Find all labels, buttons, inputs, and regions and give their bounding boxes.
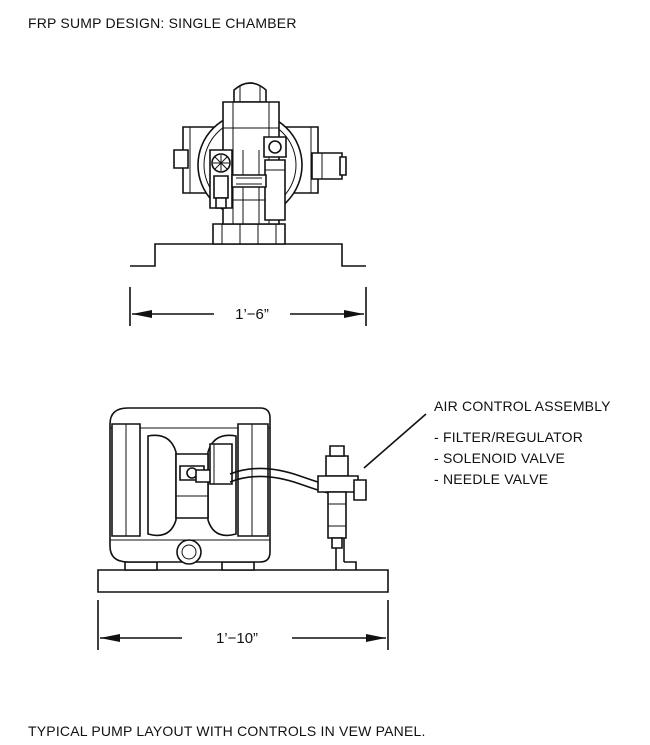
air-control-assembly	[318, 446, 366, 570]
callout-leader	[364, 414, 426, 468]
callout-item-needle-valve: - NEEDLE VALVE	[434, 471, 549, 487]
callout-item-filter-regulator: - FILTER/REGULATOR	[434, 429, 584, 445]
top-view-pump	[130, 83, 366, 266]
callout-heading: AIR CONTROL ASSEMBLY	[434, 398, 611, 414]
diagram-title: FRP SUMP DESIGN: SINGLE CHAMBER	[28, 15, 297, 31]
callout-item-solenoid-valve: - SOLENOID VALVE	[434, 450, 566, 466]
side-view-pump	[98, 408, 388, 592]
bottom-dimension-label: 1’−10”	[216, 630, 258, 647]
top-dimension-label: 1’−6”	[235, 306, 269, 323]
diagram-caption: TYPICAL PUMP LAYOUT WITH CONTROLS IN VEW…	[28, 723, 426, 739]
side-view-dimension	[98, 600, 388, 650]
top-view-dimension	[130, 287, 366, 326]
